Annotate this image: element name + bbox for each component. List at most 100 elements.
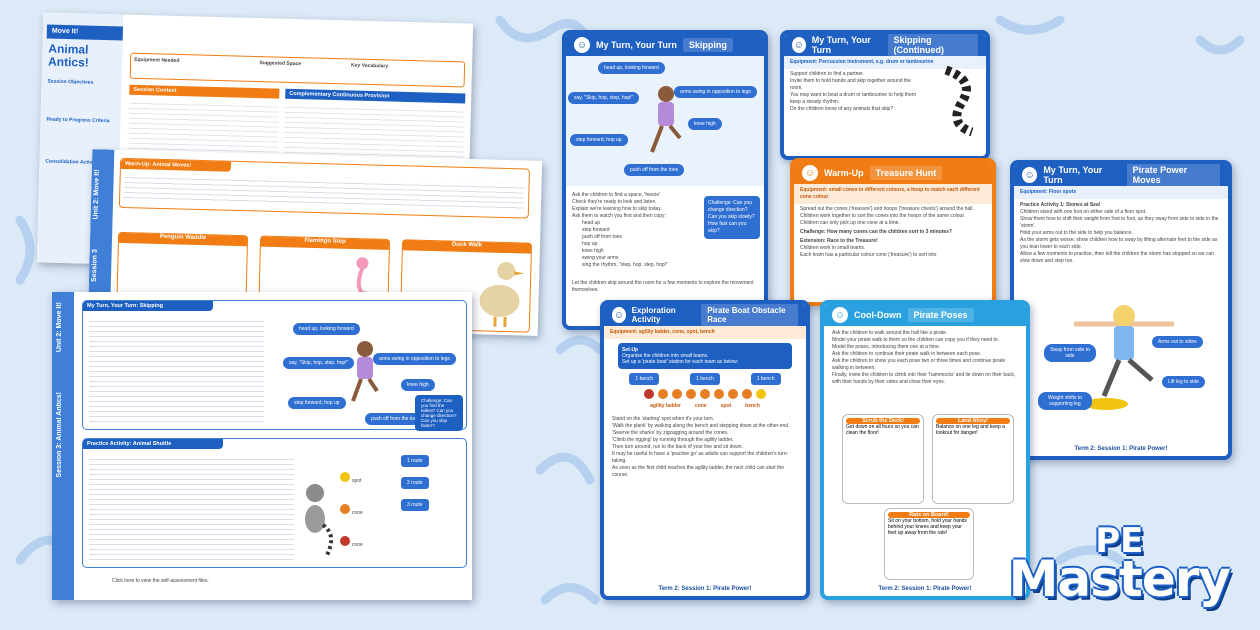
bubble-arms: arms swing in opposition to legs — [674, 86, 757, 98]
pose-text: Get down on all fours so you can clean t… — [846, 424, 919, 436]
route-item-cone-2: cone — [352, 542, 363, 548]
station-bench-1: 1 bench — [629, 373, 660, 385]
bubble-sway: Sway from side to side — [1044, 344, 1096, 362]
card-footer: Term 2: Session 1: Pirate Power! — [1074, 446, 1168, 452]
session-tab: Session 3 — [90, 249, 99, 283]
objectives-heading: Session Objectives — [47, 78, 94, 86]
bubble-lift: Lift leg to side — [1162, 376, 1205, 388]
pirate-poses-card: ☺ Cool-Down Pirate Poses Ask the childre… — [820, 300, 1030, 600]
list-item: Let the children skip around the room fo… — [572, 280, 754, 293]
route-layout: spot cone cone — [338, 469, 408, 551]
route-item-spot: spot — [352, 478, 362, 484]
pose-title: Land Ahoy! — [936, 418, 1010, 424]
person-icon: ☺ — [802, 165, 818, 181]
obstacle-race-card: ☺ Exploration Activity Pirate Boat Obsta… — [600, 300, 810, 600]
list-item: 'Climb the rigging' by running through t… — [612, 437, 734, 443]
card-heading: Warm-Up — [824, 168, 864, 178]
skipping-card: ☺ My Turn, Your Turn Skipping head up, l… — [562, 30, 768, 330]
bubble-push: push off from the toes — [365, 413, 426, 425]
skipping-continued-card: ☺ My Turn, Your Turn Skipping (Continued… — [780, 30, 990, 160]
list-item: step forward — [582, 227, 610, 233]
card-tag: Pirate Boat Obstacle Race — [701, 304, 798, 326]
warm-up-bar: Warm-Up: Animal Moves! — [120, 158, 232, 172]
legend-ladder: agility ladder — [650, 403, 681, 409]
unit-tab: Unit 2: Move It! — [92, 169, 101, 220]
extension-line: Extension: Race to the Treasure! — [800, 238, 878, 244]
list-item: As soon as the first child reaches the a… — [612, 465, 785, 478]
equipment-line: Equipment: small cones in different colo… — [794, 184, 992, 204]
obstacle-row — [604, 389, 806, 399]
pose-text: Sit on your bottom, hold your hands behi… — [888, 518, 967, 536]
card-flamingo: Flamingo Step — [260, 236, 390, 250]
skipping-lesson-sheet: Unit 2: Move It! Session 3: Animal Antic… — [52, 292, 472, 600]
bubble-push: push off from the toes — [624, 164, 685, 176]
setup-line: Set up a 'pirate boat' station for each … — [622, 359, 739, 365]
setup-title: Set-Up — [622, 347, 639, 353]
footer-link[interactable]: Click here to view the self-assessment f… — [112, 578, 209, 584]
list-item: Allow a few moments to practise, then te… — [1020, 251, 1214, 264]
card-tag: Skipping — [682, 38, 733, 52]
list-item: Ask the children to walk around the hall… — [832, 330, 948, 336]
list-item: Spread out the cones ('treasure') and ho… — [800, 206, 974, 212]
skipping-child-icon — [650, 86, 682, 153]
section-bar-shuttle: Practice Activity: Animal Shuttle — [83, 439, 223, 449]
bubble-step: step forward, hop up — [570, 134, 628, 146]
card-heading: My Turn, Your Turn — [1043, 165, 1103, 185]
list-item: 'Swerve the sharks' by zigzagging around… — [612, 430, 729, 436]
card-tag: Pirate Power Moves — [1126, 164, 1221, 187]
person-icon: ☺ — [1022, 167, 1038, 183]
activity-title: Practice Activity 1: Stones at Sea! — [1020, 202, 1101, 208]
pe-mastery-logo: PE Mastery — [1008, 521, 1231, 608]
bubble-head-up: head up, looking forward — [293, 323, 360, 335]
person-icon: ☺ — [574, 37, 590, 53]
card-tag: Treasure Hunt — [869, 166, 943, 180]
list-item: Stand on the 'starting' spot when it's y… — [612, 416, 715, 422]
list-item: Ask the children to find a space, 'freez… — [572, 192, 661, 198]
logo-mastery: Mastery — [1008, 550, 1231, 608]
list-item: Do the children know of any animals that… — [790, 106, 894, 112]
person-icon: ☺ — [612, 307, 626, 323]
list-item: Model your pirate walk to them so the ch… — [832, 337, 1000, 343]
route-item-cone-1: cone — [352, 510, 363, 516]
bubble-knee: knee high — [401, 379, 435, 391]
list-item: push off from toes — [582, 234, 622, 240]
card-tag: Skipping (Continued) — [887, 34, 978, 57]
bubble-say: say, "Skip, hop, step, hop!" — [568, 92, 640, 104]
challenge-box: Challenge: Can you find the tallest? Can… — [415, 395, 463, 431]
equipment-label: Equipment Needed — [134, 56, 180, 64]
bubble-say: say, "Skip, hop, step, hop!" — [283, 357, 355, 369]
station-bench-3: 1 bench — [750, 373, 781, 385]
card-penguin: Penguin Waddle — [118, 232, 248, 247]
list-item: Model the poses, introducing them one at… — [832, 344, 941, 350]
lemur-tail-icon — [944, 66, 974, 136]
list-item: As the storm gets worse, show children h… — [1020, 237, 1218, 250]
list-item: Children work together to sort the cones… — [800, 213, 966, 219]
list-item: Children can only pick up one cone at a … — [800, 220, 900, 226]
list-item: 'Walk the plank' by walking along the be… — [612, 423, 790, 429]
balancing-child-icon — [1074, 305, 1174, 410]
card-footer: Term 2: Session 1: Pirate Power! — [658, 586, 752, 592]
card-heading: My Turn, Your Turn — [811, 35, 871, 55]
list-item: knee high — [582, 248, 604, 254]
list-item: Invite them to hold hands and skip toget… — [790, 78, 911, 91]
list-item: Check they're ready to look and listen. — [572, 199, 657, 205]
equipment-line: Equipment: Floor spots — [1014, 186, 1228, 199]
setup-line: Organise the children into small teams. — [622, 353, 709, 359]
challenge-box: Challenge: Can you change direction? Can… — [704, 196, 760, 239]
duck-icon — [479, 262, 525, 328]
card-footer: Term 2: Session 1: Pirate Power! — [878, 586, 972, 592]
list-item: Ask the children to continue their pirat… — [832, 351, 982, 357]
list-item: Ask the children to show you each pose t… — [832, 358, 1006, 371]
list-item: Each team has a particular colour cone (… — [800, 252, 937, 258]
card-tag: Pirate Poses — [907, 308, 974, 322]
page-title: Animal Antics! — [47, 41, 89, 70]
list-item: head up — [582, 220, 601, 226]
list-item: hop up — [582, 241, 598, 247]
logo-pe: PE — [1095, 521, 1144, 562]
section-label: Move It! — [46, 24, 124, 41]
list-item: Hold your arms out to the side to help y… — [1020, 230, 1133, 236]
bubble-arms: Arms out to sides — [1152, 336, 1203, 348]
vocabulary-label: Key Vocabulary — [350, 62, 389, 70]
legend-cone: cone — [694, 403, 707, 409]
bubble-step: step forward, hop up — [288, 397, 346, 409]
